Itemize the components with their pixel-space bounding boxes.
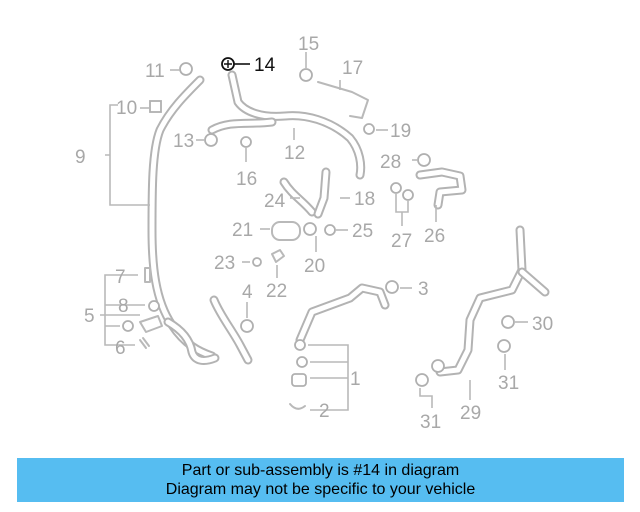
fitting-1b <box>296 356 308 368</box>
callout-20: 20 <box>304 256 325 277</box>
callout-numbers: 9 10 11 13 14 16 15 17 19 12 18 24 21 25… <box>75 34 553 433</box>
seal-8 <box>148 300 160 312</box>
callout-8: 8 <box>118 296 129 317</box>
part-14-clamp <box>221 57 235 71</box>
fitting-2 <box>289 403 306 410</box>
callout-26: 26 <box>424 226 445 247</box>
callout-6: 6 <box>115 338 126 359</box>
banner-line-disclaimer: Diagram may not be specific to your vehi… <box>165 481 476 498</box>
callout-10: 10 <box>116 98 137 119</box>
seal-23 <box>252 257 262 267</box>
callout-24: 24 <box>264 191 286 212</box>
clamp-13 <box>204 133 218 147</box>
seal-5 <box>122 320 134 332</box>
banner-line-part-info: Part or sub-assembly is #14 in diagram <box>181 462 460 479</box>
clamp-27a <box>390 182 402 194</box>
callout-17: 17 <box>342 58 363 79</box>
leader-lines <box>100 52 528 411</box>
callout-30: 30 <box>532 314 553 335</box>
callout-28: 28 <box>380 152 401 173</box>
callout-18: 18 <box>354 189 375 210</box>
callout-22: 22 <box>266 281 287 302</box>
bracket-17 <box>317 81 369 119</box>
clamp-27b <box>402 189 414 201</box>
callout-27: 27 <box>391 231 412 252</box>
clamp-25 <box>324 224 336 236</box>
fitting-1c <box>291 373 307 387</box>
hose-18 <box>313 167 331 219</box>
clamp-29 <box>431 359 445 373</box>
clamp-19 <box>363 123 375 135</box>
callout-11: 11 <box>145 61 165 82</box>
clamp-16 <box>240 136 252 148</box>
clamp-31b <box>415 373 429 387</box>
callout-2: 2 <box>319 401 330 422</box>
callout-19: 19 <box>390 121 411 142</box>
callout-9: 9 <box>75 147 86 168</box>
pipe-29 <box>435 225 550 377</box>
hose-24 <box>279 177 317 217</box>
callout-15: 15 <box>298 34 319 55</box>
fitting-6 <box>139 337 150 349</box>
gasket-21 <box>271 221 301 241</box>
fitting-5b <box>139 315 163 333</box>
fitting-7 <box>144 267 151 283</box>
clamp-30 <box>501 315 515 329</box>
sensor-22 <box>271 249 285 263</box>
callout-7: 7 <box>115 267 126 288</box>
callout-31-left: 31 <box>420 412 441 433</box>
clamp-31a <box>497 339 511 353</box>
clamp-3 <box>385 280 399 294</box>
clamp-11 <box>179 62 193 76</box>
hose-main-left <box>147 75 217 361</box>
clamp-28 <box>417 153 431 167</box>
fitting-10 <box>149 100 162 113</box>
hose-4 <box>163 295 253 365</box>
info-banner: Part or sub-assembly is #14 in diagram D… <box>17 458 624 502</box>
callout-3: 3 <box>418 279 429 300</box>
callout-13: 13 <box>173 131 194 152</box>
fitting-1a <box>294 339 306 351</box>
pipe-26 <box>415 167 467 210</box>
callout-16: 16 <box>236 169 257 190</box>
clamp-4 <box>240 319 254 333</box>
clamp-15 <box>299 68 313 82</box>
callout-25: 25 <box>352 221 373 242</box>
callout-21: 21 <box>232 220 253 241</box>
callout-31-right: 31 <box>498 373 519 394</box>
callout-23: 23 <box>214 253 235 274</box>
hose-12 <box>207 70 366 180</box>
callout-5: 5 <box>84 306 95 327</box>
callout-29: 29 <box>460 403 481 424</box>
callout-12: 12 <box>284 143 305 164</box>
callout-4: 4 <box>242 282 253 303</box>
pipe-1 <box>295 283 390 345</box>
callout-14-highlighted: 14 <box>254 55 276 76</box>
clamp-20 <box>303 222 317 236</box>
callout-1: 1 <box>350 369 361 390</box>
parts-diagram: 9 10 11 13 14 16 15 17 19 12 18 24 21 25… <box>75 34 553 433</box>
